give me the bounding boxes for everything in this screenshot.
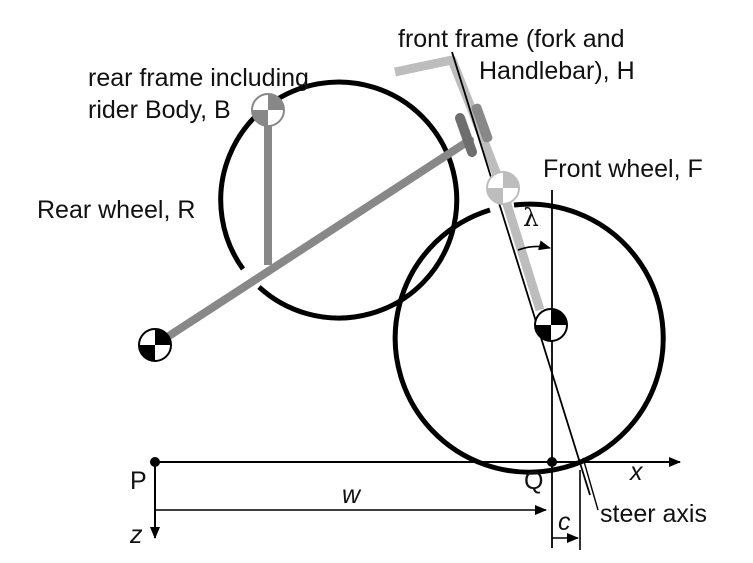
- front-wheel-label: Front wheel, F: [543, 155, 703, 183]
- rear-frame-com-icon: [251, 93, 285, 127]
- point-p-dot: [150, 457, 160, 467]
- x-axis-label: x: [629, 458, 644, 486]
- rear-frame: [151, 113, 477, 349]
- point-q-label: Q: [524, 467, 543, 495]
- rear-frame-label-line1: rear frame including: [88, 64, 309, 92]
- steer-axis-label: steer axis: [600, 500, 707, 528]
- rear-frame-label-line2: rider Body, B: [88, 96, 231, 124]
- front-frame-fork: [394, 55, 545, 312]
- rear-wheel-label: Rear wheel, R: [37, 196, 195, 224]
- front-wheel-com-icon: [534, 308, 568, 342]
- front-frame-com-icon: [486, 171, 520, 205]
- rear-wheel: [218, 79, 460, 321]
- lambda-label: λ: [523, 203, 539, 232]
- point-p-label: P: [130, 467, 147, 495]
- c-label: c: [558, 508, 571, 536]
- point-q-dot: [547, 457, 557, 467]
- w-label: w: [342, 481, 362, 509]
- steer-axis-leader: [582, 457, 599, 511]
- front-frame-label-line2: Handlebar), H: [479, 57, 635, 85]
- rear-wheel-com-icon: [138, 328, 172, 362]
- lambda-angle-arc: [517, 240, 551, 251]
- front-wheel: [392, 201, 666, 475]
- steer-axis-line: [451, 51, 591, 496]
- front-frame-label-line1: front frame (fork and: [398, 25, 624, 53]
- z-axis-label: z: [129, 521, 143, 549]
